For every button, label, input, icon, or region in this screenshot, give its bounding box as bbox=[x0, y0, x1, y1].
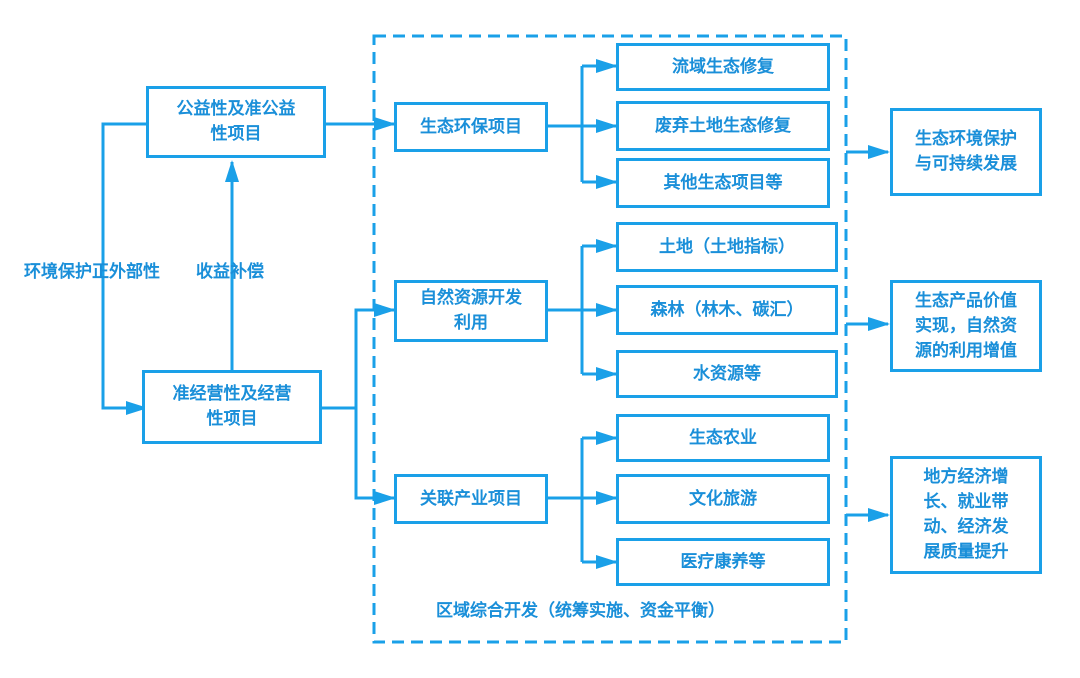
sub-project-node: 水资源等 bbox=[616, 350, 838, 398]
sub-project-label: 废弃土地生态修复 bbox=[655, 115, 791, 136]
sub-project-label: 医疗康养等 bbox=[680, 551, 766, 572]
natural-resource-node: 自然资源开发 利用 bbox=[394, 280, 548, 342]
commercial-node: 准经营性及经营 性项目 bbox=[142, 370, 322, 444]
natural-resource-label: 自然资源开发 利用 bbox=[420, 288, 522, 333]
sub-project-node: 土地（土地指标） bbox=[616, 222, 838, 272]
sub-project-label: 生态农业 bbox=[689, 427, 757, 448]
public-welfare-node: 公益性及准公益 性项目 bbox=[146, 86, 326, 158]
sub-project-node: 生态农业 bbox=[616, 414, 830, 462]
commercial-branch bbox=[320, 303, 396, 410]
related-industry-node: 关联产业项目 bbox=[394, 474, 548, 524]
region-label: 区域综合开发（统筹实施、资金平衡） bbox=[436, 601, 725, 621]
related-industry-label: 关联产业项目 bbox=[420, 488, 522, 509]
externality-arrow bbox=[101, 122, 148, 415]
eco-project-label: 生态环保项目 bbox=[420, 116, 522, 137]
eco-project-node: 生态环保项目 bbox=[394, 102, 548, 152]
sub-project-label: 其他生态项目等 bbox=[663, 172, 783, 193]
sub-project-label: 水资源等 bbox=[693, 363, 761, 384]
sub-project-node: 医疗康养等 bbox=[616, 538, 830, 586]
eco-outcome-node: 生态环境保护 与可持续发展 bbox=[890, 108, 1042, 196]
sub-project-node: 文化旅游 bbox=[616, 474, 830, 524]
natural-outcome-node: 生态产品价值 实现，自然资 源的利用增值 bbox=[890, 280, 1042, 372]
industry-outcome-node: 地方经济增 长、就业带 动、经济发 展质量提升 bbox=[890, 456, 1042, 574]
eco-outcome-label: 生态环境保护 与可持续发展 bbox=[915, 129, 1017, 174]
compensation-label: 收益补偿 bbox=[196, 262, 264, 282]
sub-project-node: 废弃土地生态修复 bbox=[616, 101, 830, 151]
sub-project-label: 流域生态修复 bbox=[672, 56, 774, 77]
sub-project-node: 森林（林木、碳汇） bbox=[616, 285, 838, 335]
natural-outcome-label: 生态产品价值 实现，自然资 源的利用增值 bbox=[915, 290, 1017, 361]
sub-project-label: 土地（土地指标） bbox=[659, 236, 795, 257]
public-welfare-label: 公益性及准公益 性项目 bbox=[176, 99, 296, 144]
sub-project-node: 其他生态项目等 bbox=[616, 158, 830, 208]
commercial-label: 准经营性及经营 性项目 bbox=[172, 384, 292, 429]
sub-project-node: 流域生态修复 bbox=[616, 43, 830, 91]
sub-project-label: 文化旅游 bbox=[689, 488, 757, 509]
region-border bbox=[372, 34, 848, 644]
commercial-to-industry-arrow bbox=[354, 408, 396, 505]
sub-project-label: 森林（林木、碳汇） bbox=[650, 299, 804, 320]
industry-outcome-label: 地方经济增 长、就业带 动、经济发 展质量提升 bbox=[923, 467, 1009, 562]
externality-label: 环境保护正外部性 bbox=[24, 262, 160, 282]
